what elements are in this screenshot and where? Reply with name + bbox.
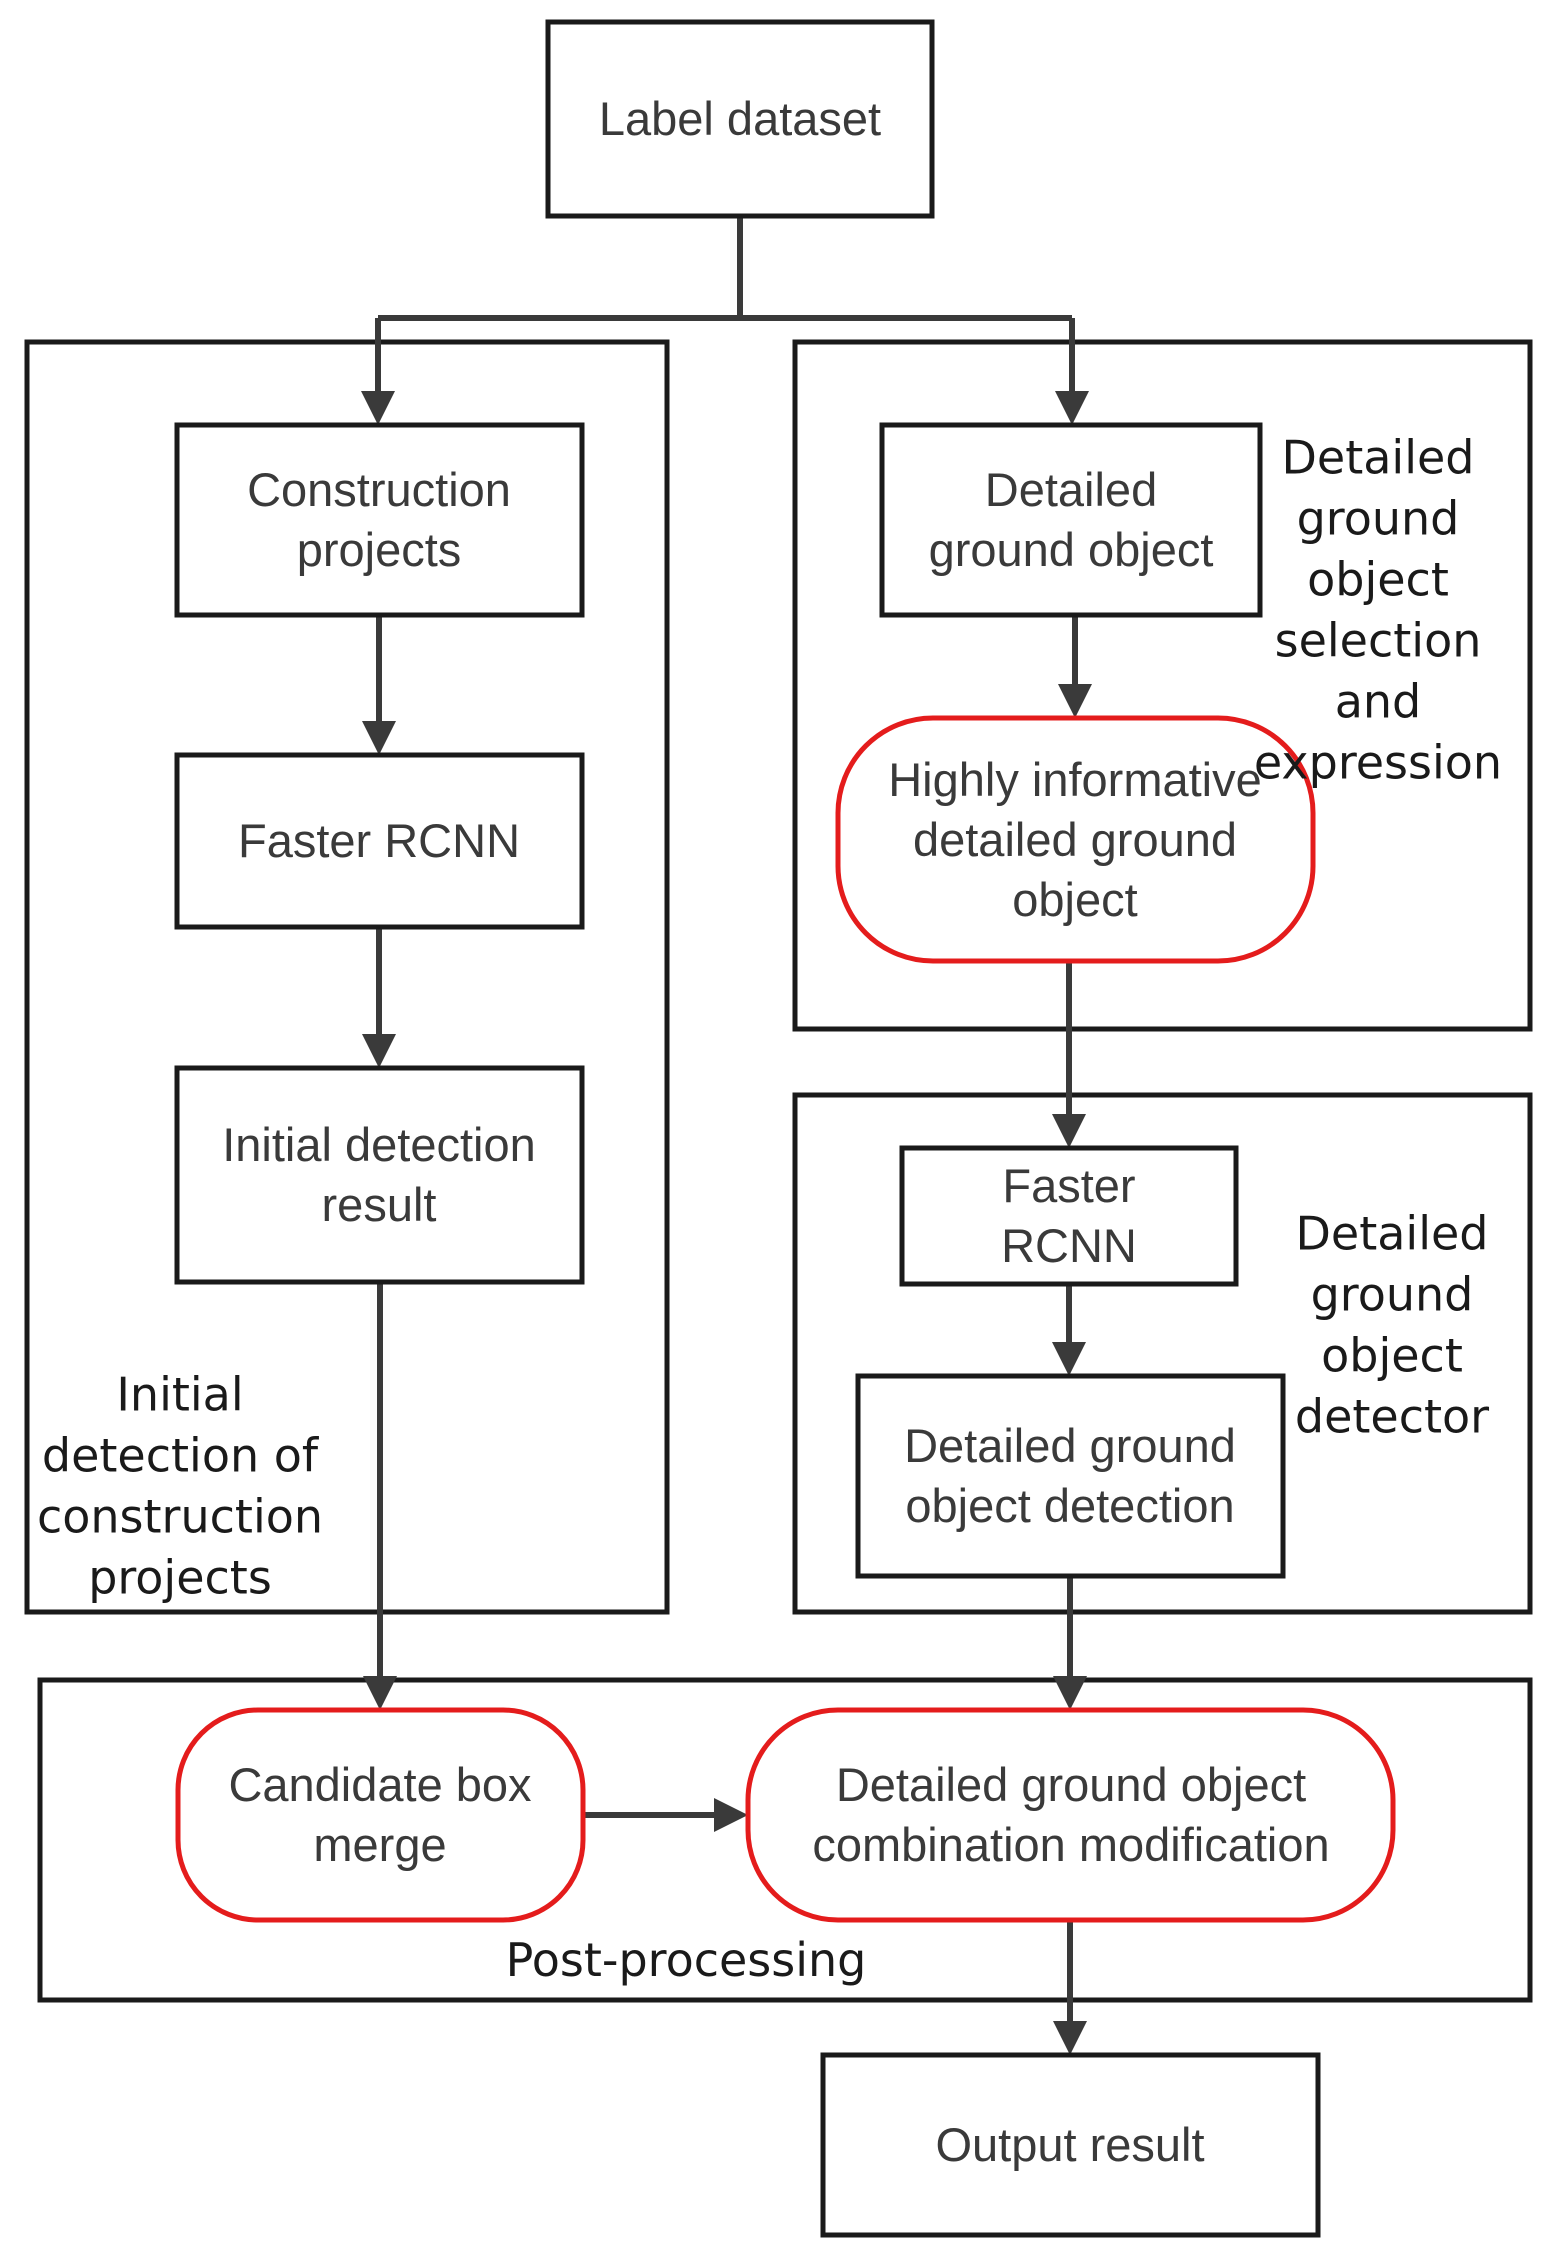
- arrow-construction-to-faster-rcnn-head: [362, 721, 396, 755]
- node-initial-detection-result: [174, 1065, 585, 1285]
- text-line: Highly informative: [888, 753, 1262, 806]
- node-detailed-ground-object: [879, 422, 1263, 618]
- node-construction-projects: [174, 422, 585, 618]
- node-detailed-object-detection-text: Detailed ground object detection: [904, 1419, 1236, 1532]
- node-output-result-text: Output result: [935, 2118, 1204, 2171]
- text-line: Faster: [1002, 1159, 1135, 1212]
- text-line: detailed ground: [913, 813, 1237, 866]
- node-candidate-box-merge: [175, 1707, 586, 1923]
- text-line: and: [1335, 675, 1422, 729]
- text-line: Post-processing: [506, 1933, 867, 1987]
- text-line: Label dataset: [599, 92, 881, 145]
- group-selection-expression-box: [792, 339, 1533, 1032]
- node-output-result: [820, 2052, 1321, 2238]
- text-line: ground: [1297, 492, 1460, 546]
- node-combination-modification: [745, 1707, 1396, 1923]
- text-line: Detailed: [1281, 431, 1474, 485]
- text-line: Faster RCNN: [238, 814, 520, 867]
- group-selection-expression-label: Detailed ground object selection and expressi…: [1254, 431, 1502, 790]
- node-detailed-ground-object-text: Detailed ground object: [929, 463, 1214, 576]
- node-initial-detection-result-text: Initial detection result: [222, 1118, 536, 1231]
- text-line: Candidate box: [228, 1758, 531, 1811]
- text-line: projects: [297, 523, 462, 576]
- arrow-initial-result-to-candidate-merge-head: [363, 1676, 397, 1710]
- text-line: Initial detection: [222, 1118, 536, 1171]
- group-initial-detection-label: Initial detection of construction projects: [37, 1368, 323, 1605]
- arrow-candidate-merge-to-combination-head: [714, 1798, 748, 1832]
- group-post-processing-label: Post-processing: [506, 1933, 867, 1987]
- text-line: object: [1321, 1329, 1463, 1383]
- arrow-split-to-construction-head: [361, 391, 395, 425]
- node-highly-informative-text: Highly informative detailed ground object: [888, 753, 1262, 926]
- text-line: Detailed ground object: [836, 1758, 1306, 1811]
- text-line: merge: [313, 1818, 446, 1871]
- node-label-dataset-text: Label dataset: [599, 92, 881, 145]
- text-line: expression: [1254, 736, 1502, 790]
- text-line: combination modification: [812, 1818, 1329, 1871]
- node-detailed-object-detection: [855, 1373, 1286, 1579]
- text-line: detection of: [42, 1429, 320, 1483]
- arrow-object-detection-to-combination-head: [1053, 1676, 1087, 1710]
- node-label-dataset: [545, 19, 935, 219]
- text-line: object: [1307, 553, 1449, 607]
- arrow-faster-rcnn-to-initial-result-head: [362, 1034, 396, 1068]
- node-combination-modification-text: Detailed ground object combination modifi…: [812, 1758, 1329, 1871]
- group-initial-detection-box: [24, 339, 670, 1615]
- group-detector-box: [792, 1092, 1533, 1615]
- arrow-highly-informative-to-faster-rcnn-head: [1052, 1114, 1086, 1148]
- text-line: result: [322, 1178, 437, 1231]
- arrow-detailed-object-to-highly-informative-head: [1058, 684, 1092, 718]
- text-line: object detection: [905, 1479, 1234, 1532]
- node-construction-projects-text: Construction projects: [247, 463, 511, 576]
- text-line: ground object: [929, 523, 1214, 576]
- text-line: Output result: [935, 2118, 1204, 2171]
- text-line: ground: [1311, 1268, 1474, 1322]
- text-line: Construction: [247, 463, 511, 516]
- text-line: Initial: [116, 1368, 243, 1422]
- group-detector-label: Detailed ground object detector: [1295, 1207, 1489, 1444]
- text-line: selection: [1275, 614, 1482, 668]
- arrow-faster-rcnn-to-object-detection-head: [1052, 1342, 1086, 1376]
- text-line: RCNN: [1001, 1219, 1137, 1272]
- node-faster-rcnn-left-text: Faster RCNN: [238, 814, 520, 867]
- group-post-processing-box: [37, 1677, 1533, 2003]
- text-line: detector: [1295, 1390, 1489, 1444]
- node-highly-informative: [835, 715, 1316, 964]
- arrow-split-to-detailed-object-head: [1055, 391, 1089, 425]
- text-line: projects: [88, 1551, 272, 1605]
- text-line: object: [1012, 873, 1137, 926]
- node-faster-rcnn-right: [899, 1145, 1239, 1287]
- arrow-combination-to-output-head: [1053, 2021, 1087, 2055]
- text-line: Detailed: [1295, 1207, 1488, 1261]
- text-line: Detailed ground: [904, 1419, 1236, 1472]
- text-line: Detailed: [985, 463, 1157, 516]
- text-line: construction: [37, 1490, 323, 1544]
- node-candidate-box-merge-text: Candidate box merge: [228, 1758, 531, 1871]
- node-faster-rcnn-left: [174, 752, 585, 930]
